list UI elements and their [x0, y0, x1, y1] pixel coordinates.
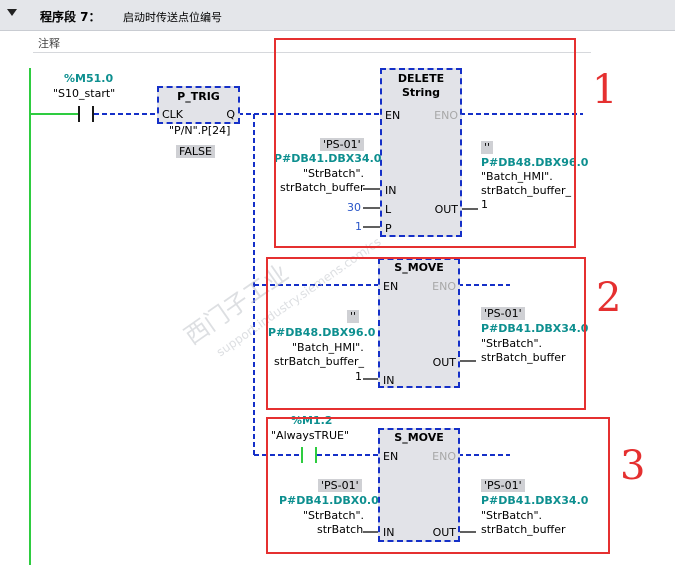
s-move-2-in-address[interactable]: P#DB41.DBX0.0 [279, 494, 379, 507]
delete-l-pin: L [385, 203, 392, 216]
segment-description[interactable]: 启动时传送点位编号 [123, 11, 222, 24]
highlight-box-1 [274, 38, 576, 248]
contact-always-symbol [301, 447, 317, 463]
s-move-1-en-pin: EN [383, 280, 399, 293]
s-move-1-in-line3: 1 [355, 370, 362, 383]
p-trig-state: FALSE [176, 145, 215, 158]
s-move-2-eno-pin: ENO [432, 450, 456, 463]
p-trig-title: P_TRIG [177, 90, 220, 103]
annotation-number-2: 2 [596, 275, 622, 321]
delete-out-tag: '' [481, 141, 494, 154]
highlight-box-3 [266, 417, 610, 554]
s-move-2-out-line1: "StrBatch". [481, 509, 543, 522]
s-move-1-in-address[interactable]: P#DB48.DBX96.0 [268, 326, 376, 339]
s-move-2-en-pin: EN [383, 450, 399, 463]
delete-l-value[interactable]: 30 [347, 201, 361, 214]
s-move-1-in-tag: '' [347, 310, 360, 323]
delete-p-pin: P [385, 222, 392, 235]
s-move-1-title: S_MOVE [394, 261, 444, 274]
s-move-1-in-pin: IN [383, 374, 395, 387]
s-move-1-in-line1: "Batch_HMI". [292, 341, 364, 354]
segment-title: 程序段 7： [40, 10, 101, 24]
contact-start-symbol [78, 106, 94, 122]
delete-in-line1: "StrBatch". [303, 167, 365, 180]
delete-box[interactable]: DELETE String EN ENO IN L OUT P [380, 68, 462, 237]
delete-en-pin: EN [385, 109, 401, 122]
contact-start-symbol-label: "S10_start" [53, 87, 116, 100]
annotation-number-1: 1 [592, 67, 618, 113]
delete-out-line3: 1 [481, 198, 488, 211]
s-move-2-out-pin: OUT [432, 526, 456, 539]
s-move-1-eno-pin: ENO [432, 280, 456, 293]
collapse-arrow-icon[interactable] [7, 9, 17, 16]
s-move-2-out-tag: 'PS-01' [481, 479, 525, 492]
s-move-2-out-address[interactable]: P#DB41.DBX34.0 [481, 494, 589, 507]
s-move-1-out-pin: OUT [432, 356, 456, 369]
delete-subtitle[interactable]: String [401, 86, 441, 99]
delete-in-line2: strBatch_buffer [280, 181, 365, 194]
s-move-2-in-line1: "StrBatch". [303, 509, 365, 522]
s-move-2-out-line2: strBatch_buffer [481, 523, 566, 536]
contact-start[interactable] [70, 100, 102, 126]
contact-start-address: %M51.0 [64, 72, 114, 85]
s-move-1-out-line2: strBatch_buffer [481, 351, 566, 364]
delete-eno-pin: ENO [434, 109, 458, 122]
comment-field[interactable] [33, 31, 591, 53]
highlight-box-2 [266, 257, 586, 410]
s-move-1-out-line1: "StrBatch". [481, 337, 543, 350]
s-move-1-in-line2: strBatch_buffer_ [274, 355, 365, 368]
delete-in-pin: IN [385, 184, 397, 197]
s-move-2-in-tag: 'PS-01' [318, 479, 362, 492]
s-move-2-in-pin: IN [383, 526, 395, 539]
delete-out-address[interactable]: P#DB48.DBX96.0 [481, 156, 589, 169]
s-move-1-out-address[interactable]: P#DB41.DBX34.0 [481, 322, 589, 335]
comment-label: 注释 [38, 37, 60, 50]
annotation-number-3: 3 [620, 443, 646, 489]
s-move-2-box[interactable]: S_MOVE EN ENO IN OUT [378, 428, 460, 542]
p-trig-clk-pin: CLK [162, 108, 184, 121]
p-trig-box[interactable]: P_TRIG CLK Q [157, 86, 240, 124]
s-move-1-box[interactable]: S_MOVE EN ENO OUT IN [378, 258, 460, 388]
s-move-2-title: S_MOVE [394, 431, 444, 444]
delete-out-pin: OUT [434, 203, 458, 216]
contact-always-symbol-label: "AlwaysTRUE" [271, 429, 350, 442]
s-move-2-in-line2: strBatch [317, 523, 364, 536]
delete-p-value[interactable]: 1 [355, 220, 362, 233]
p-trig-q-pin: Q [226, 108, 235, 121]
delete-out-line2: strBatch_buffer_ [481, 184, 572, 197]
delete-title: DELETE [397, 72, 445, 85]
delete-out-line1: "Batch_HMI". [481, 170, 553, 183]
network-header[interactable] [0, 0, 675, 31]
delete-in-address[interactable]: P#DB41.DBX34.0 [274, 152, 382, 165]
s-move-1-out-tag: 'PS-01' [481, 307, 525, 320]
p-trig-operand[interactable]: "P/N".P[24] [169, 124, 231, 137]
delete-in-tag: 'PS-01' [320, 138, 364, 151]
